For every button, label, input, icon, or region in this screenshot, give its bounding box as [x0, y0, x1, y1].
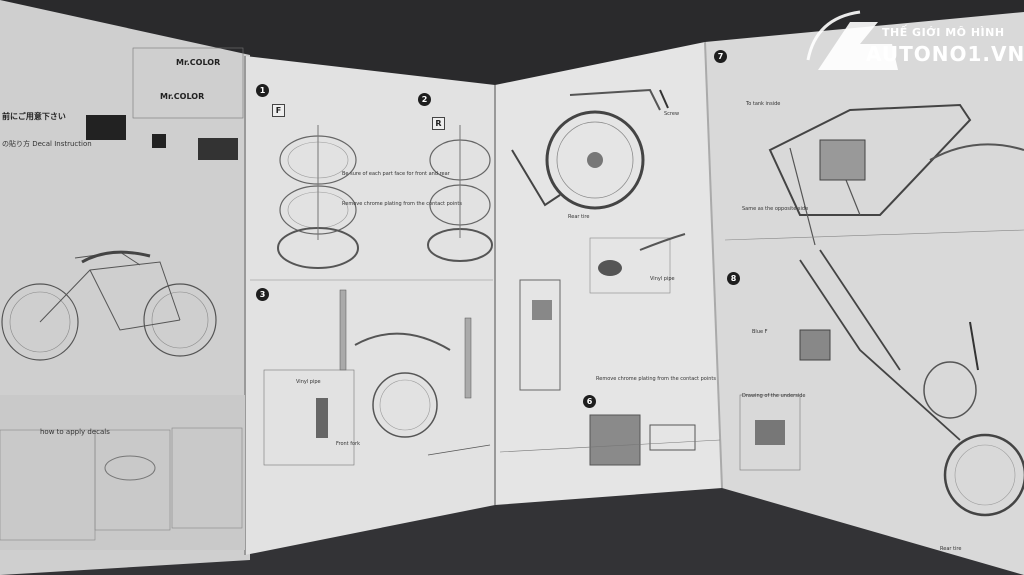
- left-heading: 前にご用意下さい: [2, 112, 66, 121]
- mr-color-label-1: Mr.COLOR: [176, 58, 221, 67]
- part-label-r: R: [432, 117, 445, 130]
- step-number-7: 7: [714, 50, 727, 63]
- step-number-8: 8: [727, 272, 740, 285]
- note-vinyl-pipe: Vinyl pipe: [296, 379, 321, 385]
- note-rear-tire: Rear tire: [568, 214, 590, 220]
- page-2: [245, 56, 495, 555]
- note-vinyl-pipe-3: Vinyl pipe: [650, 276, 675, 282]
- step-number-6: 6: [583, 395, 596, 408]
- part-label-f: F: [272, 104, 285, 117]
- watermark-logo: THẾ GIỚI MÔ HÌNH AUTONO1.VN: [812, 6, 1024, 76]
- note-opposite-side: Same as the opposite side: [742, 206, 809, 212]
- note-remove-plating: Remove chrome plating from the contact p…: [342, 201, 462, 207]
- note-front-fork: Front fork: [336, 441, 361, 447]
- note-tank-inside: To tank inside: [746, 101, 781, 107]
- step-number-1: 1: [256, 84, 269, 97]
- watermark-logo-shape: [818, 22, 898, 70]
- decal-instruction-heading: の貼り方 Decal Instruction: [2, 140, 92, 148]
- note-screw: Screw: [664, 111, 680, 117]
- mr-color-label-2: Mr.COLOR: [160, 92, 205, 101]
- watermark-line2: AUTONO1.VN: [866, 42, 1024, 66]
- note-underside: Drawing of the underside: [742, 393, 806, 399]
- decal-apply-heading: how to apply decals: [40, 428, 110, 436]
- page-4: [705, 12, 1024, 575]
- step-number-2: 2: [418, 93, 431, 106]
- watermark-line1: THẾ GIỚI MÔ HÌNH: [882, 26, 1005, 39]
- note-rear-tire-4: Rear tire: [940, 546, 962, 552]
- note-remove-plating-3: Remove chrome plating from the contact p…: [596, 376, 716, 382]
- step-number-3: 3: [256, 288, 269, 301]
- note-blue-f: Blue F: [752, 329, 768, 335]
- note-part-face: Be sure of each part face for front and …: [342, 171, 450, 177]
